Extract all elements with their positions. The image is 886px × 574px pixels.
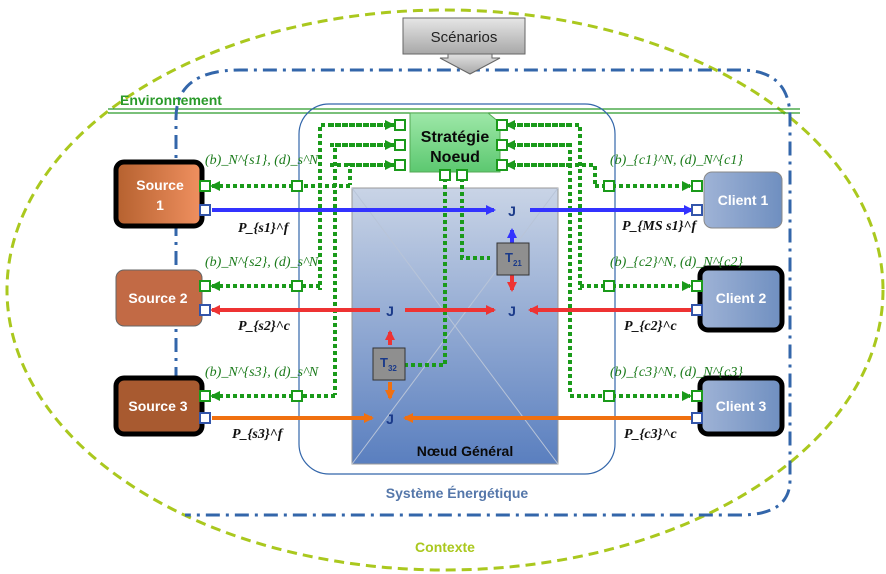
client-1-label: Client 1 xyxy=(718,192,769,208)
junction-3: J xyxy=(508,303,516,319)
t32-label: T xyxy=(380,355,388,370)
client-3-box[interactable] xyxy=(697,375,785,437)
source-2-label: Source 2 xyxy=(128,290,187,306)
power-label-ps3: P_{s3}^f xyxy=(232,427,284,442)
transformer-t32 xyxy=(372,347,406,381)
ports-green xyxy=(199,119,703,402)
client-1-box[interactable] xyxy=(703,171,783,229)
signal-label-c2: (b)_{c2}^N, (d)_N^{c2} xyxy=(610,255,743,270)
general-node xyxy=(351,187,559,465)
signal-label-s3: (b)_N^{s3}, (d)_s^N xyxy=(205,365,319,380)
junction-1: J xyxy=(508,203,516,219)
signal-label-c3: (b)_{c3}^N, (d)_N^{c3} xyxy=(610,365,743,380)
source-1-number: 1 xyxy=(156,197,164,213)
signal-label-s2: (b)_N^{s2}, (d)_s^N xyxy=(205,255,319,270)
client-2-box[interactable] xyxy=(697,265,785,333)
source-3-box[interactable] xyxy=(113,375,205,437)
power-label-ps2: P_{s2}^c xyxy=(238,319,291,334)
source-1-label: Source xyxy=(136,177,184,193)
client-2-label: Client 2 xyxy=(716,290,767,306)
environment-label: Environnement xyxy=(120,92,222,108)
context-ellipse xyxy=(5,8,885,572)
context-label: Contexte xyxy=(415,539,475,555)
signal-label-c1: (b)_{c1}^N, (d)_N^{c1} xyxy=(610,153,743,168)
svg-text:T32: T32 xyxy=(380,355,397,373)
ports-blue xyxy=(199,204,703,424)
source-1-box[interactable] xyxy=(113,159,205,229)
general-node-label: Nœud Général xyxy=(417,443,513,459)
scenarios-block xyxy=(402,17,526,75)
signal-returns xyxy=(330,120,570,170)
power-label-pc1: P_{MS s1}^f xyxy=(622,219,697,234)
t32-sub: 32 xyxy=(388,364,397,373)
scenario-frame xyxy=(174,68,792,517)
power-flows xyxy=(210,205,694,423)
scenarios-label: Scénarios xyxy=(431,29,498,46)
junction-4: J xyxy=(386,411,394,427)
signal-label-s1: (b)_N^{s1}, (d)_s^N xyxy=(205,153,319,168)
power-label-ps1: P_{s1}^f xyxy=(238,221,290,236)
svg-text:T21: T21 xyxy=(505,250,522,268)
source-3-label: Source 3 xyxy=(128,398,187,414)
t21-label: T xyxy=(505,250,513,265)
client-3-label: Client 3 xyxy=(716,398,767,414)
power-label-pc2: P_{c2}^c xyxy=(624,319,677,334)
source-2-box[interactable] xyxy=(115,269,203,327)
junction-2: J xyxy=(386,303,394,319)
strategy-label-2: Noeud xyxy=(430,149,480,166)
system-label: Système Énergétique xyxy=(386,485,529,501)
transformer-t21 xyxy=(496,242,530,276)
power-label-pc3: P_{c3}^c xyxy=(624,427,677,442)
t21-sub: 21 xyxy=(513,259,522,268)
strategy-label-1: Stratégie xyxy=(421,129,490,146)
